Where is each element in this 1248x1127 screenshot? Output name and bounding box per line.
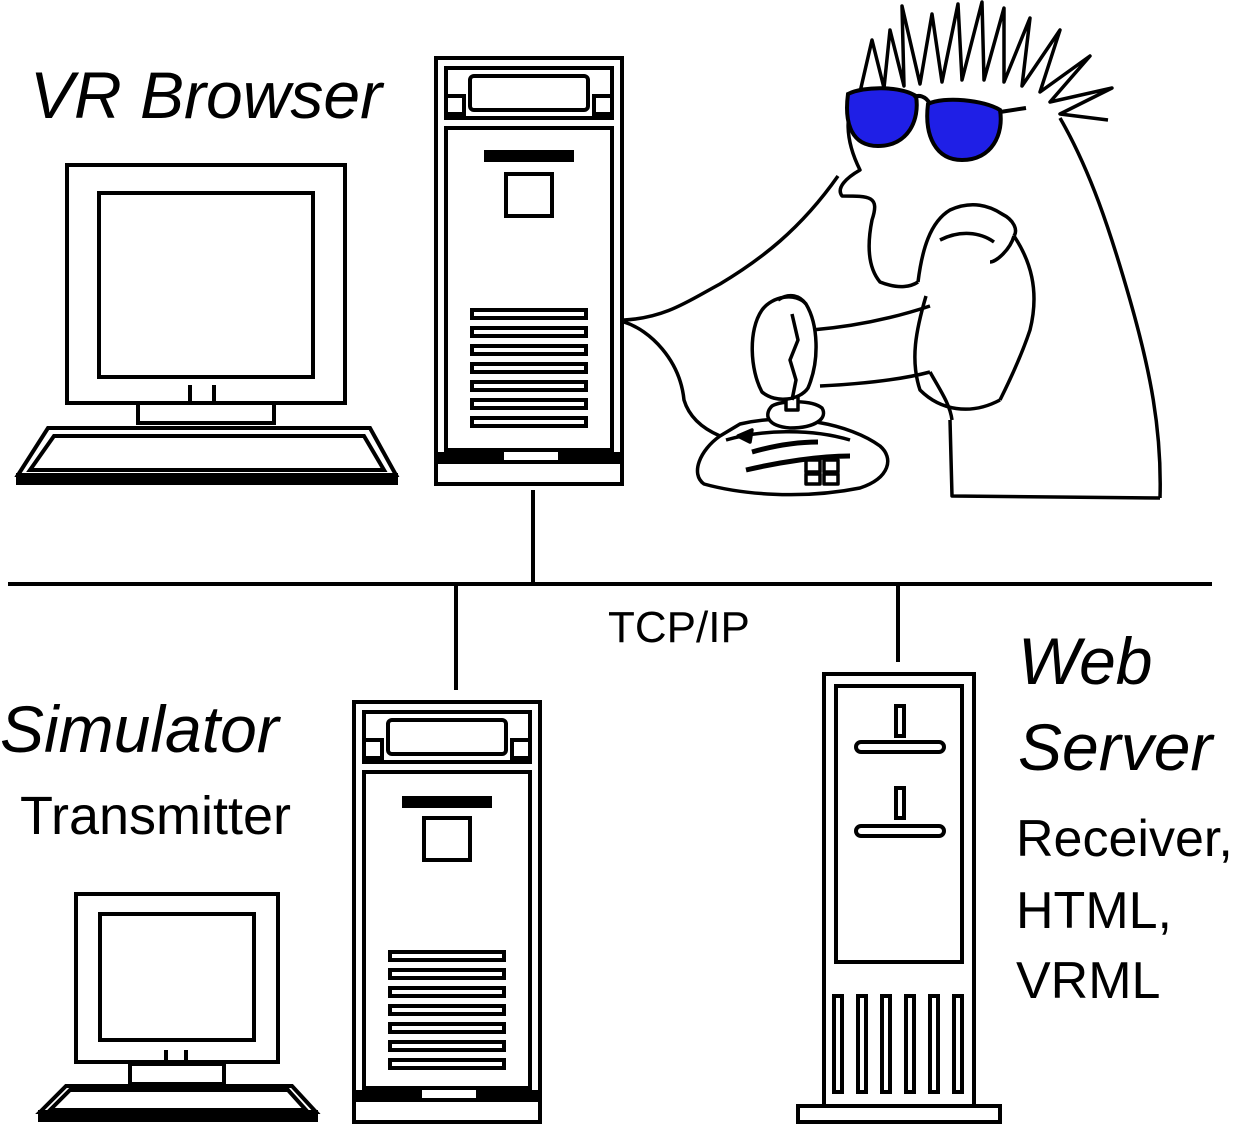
web-server-label-line1: Web xyxy=(1018,624,1153,698)
tower-pc-icon xyxy=(434,56,624,486)
crt-monitor-icon xyxy=(35,892,321,1122)
web-server-label-line2: Server xyxy=(1018,710,1215,784)
network-label: TCP/IP xyxy=(608,603,750,652)
crt-monitor-icon xyxy=(14,163,400,485)
web-server-role-line3: VRML xyxy=(1016,952,1160,1010)
vr-browser-label: VR Browser xyxy=(30,58,385,132)
simulator-label: Simulator xyxy=(0,692,282,766)
web-server-role-line1: Receiver, xyxy=(1016,810,1233,868)
cartoon-user-icon xyxy=(623,0,1162,500)
server-tower-icon xyxy=(796,672,1002,1124)
tower-pc-icon xyxy=(352,700,542,1124)
web-server-role-line2: HTML, xyxy=(1016,882,1172,940)
sunglasses-icon xyxy=(845,86,1027,163)
simulator-role-label: Transmitter xyxy=(20,786,291,846)
network-lines xyxy=(8,490,1212,690)
joystick-icon xyxy=(695,293,890,497)
